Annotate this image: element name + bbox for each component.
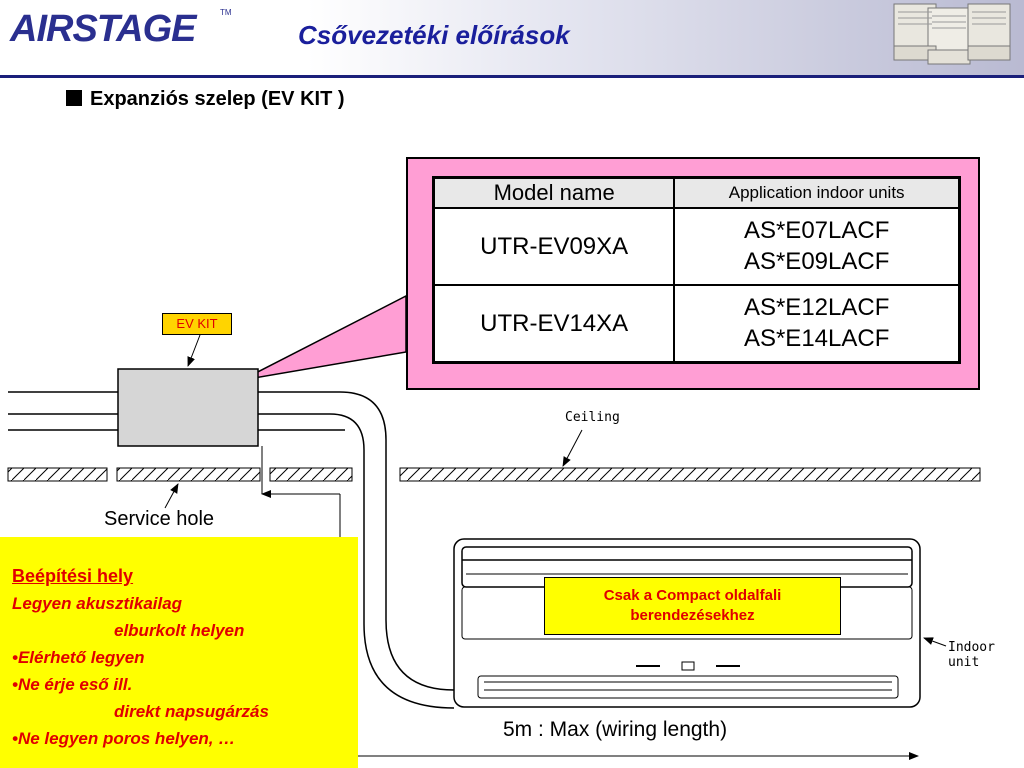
bullet-square-icon [66,90,82,106]
note-line: Csak a Compact oldalfali [603,587,782,604]
units-cell: AS*E12LACF AS*E14LACF [673,283,961,364]
page-title: Csővezetéki előírások [298,20,570,50]
notes-line: elburkolt helyen [114,621,245,640]
note-line: berendezésekhez [630,607,755,624]
notes-bullet: •Ne érje eső ill. [12,675,133,694]
logo-trademark: TM [220,8,232,17]
model-cell: UTR-EV14XA [432,283,676,364]
notes-line: direkt napsugárzás [114,702,269,721]
airstage-logo: AIRSTAGE TM [8,6,232,52]
unit-model: AS*E14LACF [743,325,890,353]
ev-kit-box [117,368,259,447]
ceiling-segment [116,467,261,482]
ceiling-leader [562,429,583,467]
application-units-header: Application indoor units [673,176,961,209]
units-cell: AS*E07LACF AS*E09LACF [673,207,961,286]
indoor-unit-label: Indoor unit [948,640,995,670]
notes-bullet: •Ne legyen poros helyen, … [12,729,236,748]
table-row: UTR-EV09XA AS*E07LACF AS*E09LACF [432,207,961,286]
service-hole-label: Service hole [104,508,215,530]
model-cell: UTR-EV09XA [432,207,676,286]
header-rule [0,75,1024,78]
unit-model: AS*E07LACF [743,217,890,245]
notes-heading: Beépítési hely [12,566,134,586]
unit-model: AS*E09LACF [743,248,890,276]
pipe-line [258,413,455,709]
table-row: UTR-EV14XA AS*E12LACF AS*E14LACF [432,283,961,364]
notes-line: Legyen akusztikailag [12,594,183,613]
installation-notes-box [0,537,358,768]
wiring-length-label: 5m : Max (wiring length) [503,718,728,741]
ev-kit-label: EV KIT [162,313,232,335]
installation-notes: Beépítési hely Legyen akusztikailag elbu… [12,563,269,752]
ceiling-segment [7,467,108,482]
table-header-row: Model name Application indoor units [432,176,961,209]
ceiling-segment [399,467,981,482]
model-table: Model name Application indoor units UTR-… [432,176,961,364]
callout-pointer [241,294,407,381]
ceiling-segment [269,467,353,482]
unit-model: AS*E12LACF [743,294,890,322]
compact-units-note: Csak a Compact oldalfali berendezésekhez [544,577,841,635]
ceiling-label: Ceiling [565,410,620,425]
service-hole-leader [164,483,179,509]
indoor-unit-leader [923,637,947,647]
logo-text: AIRSTAGE [10,8,197,50]
model-name-header: Model name [432,176,676,209]
outdoor-units-image [893,3,1011,65]
notes-bullet: •Elérhető legyen [12,648,145,667]
pipe-line [258,391,455,691]
ev-kit-leader [187,334,201,367]
section-title: Expanziós szelep (EV KIT ) [66,88,345,111]
